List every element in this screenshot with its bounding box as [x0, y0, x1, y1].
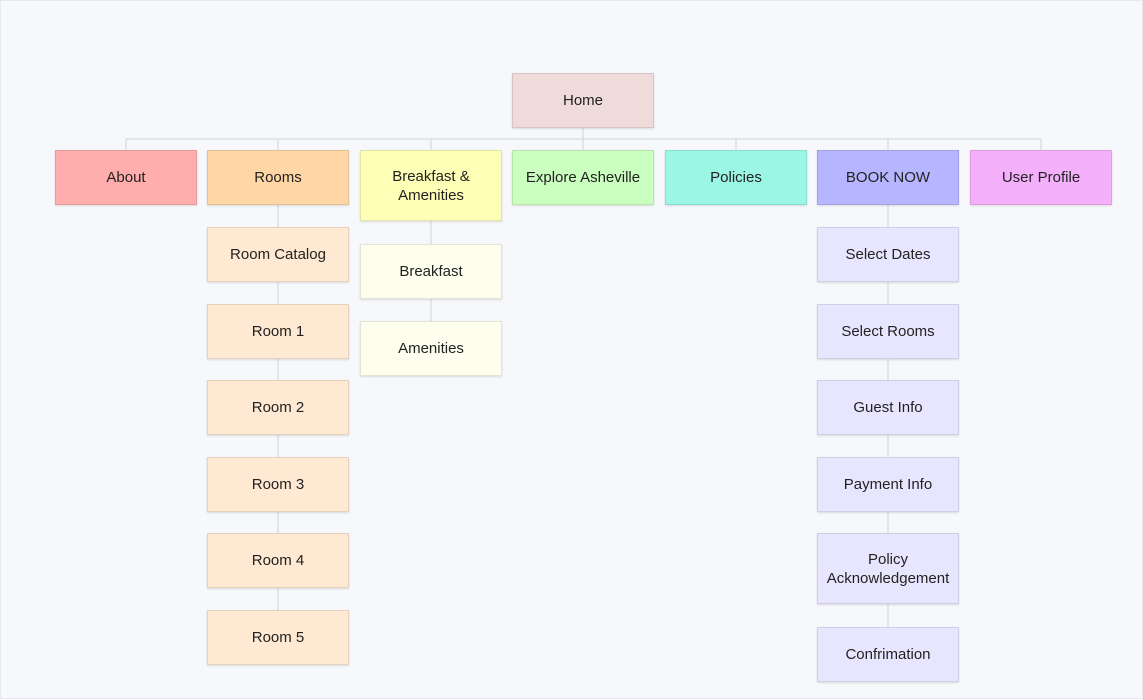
node-breakfast[interactable]: Breakfast [360, 244, 502, 299]
node-explore-asheville-label: Explore Asheville [525, 169, 641, 186]
node-room-2-label: Room 2 [251, 399, 305, 416]
node-explore-asheville[interactable]: Explore Asheville [512, 150, 654, 205]
node-amenities[interactable]: Amenities [360, 321, 502, 376]
node-rooms[interactable]: Rooms [207, 150, 349, 205]
node-amenities-label: Amenities [398, 340, 464, 357]
node-room-catalog[interactable]: Room Catalog [207, 227, 349, 282]
node-confirmation[interactable]: Confrimation [817, 627, 959, 682]
node-room-3[interactable]: Room 3 [207, 457, 349, 512]
node-confirmation-label: Confrimation [845, 646, 931, 663]
node-rooms-label: Rooms [254, 169, 302, 186]
node-home-label: Home [562, 92, 603, 109]
node-room-4[interactable]: Room 4 [207, 533, 349, 588]
node-room-5-label: Room 5 [251, 629, 305, 646]
node-book-now[interactable]: BOOK NOW [817, 150, 959, 205]
node-room-5[interactable]: Room 5 [207, 610, 349, 665]
node-policies-label: Policies [710, 169, 762, 186]
node-user-profile[interactable]: User Profile [970, 150, 1112, 205]
node-select-dates-label: Select Dates [845, 246, 931, 263]
node-policy-acknowledgement[interactable]: Policy Acknowledgement [817, 533, 959, 604]
node-guest-info[interactable]: Guest Info [817, 380, 959, 435]
node-breakfast-amenities[interactable]: Breakfast & Amenities [360, 150, 502, 221]
node-select-rooms-label: Select Rooms [841, 323, 935, 340]
node-breakfast-amenities-label: Breakfast & Amenities [392, 167, 470, 204]
node-policy-acknowledgement-label: Policy Acknowledgement [826, 550, 950, 587]
node-about[interactable]: About [55, 150, 197, 205]
node-home[interactable]: Home [512, 73, 654, 128]
node-room-catalog-label: Room Catalog [230, 246, 326, 263]
node-user-profile-label: User Profile [1001, 169, 1081, 186]
node-select-rooms[interactable]: Select Rooms [817, 304, 959, 359]
node-room-4-label: Room 4 [251, 552, 305, 569]
node-payment-info[interactable]: Payment Info [817, 457, 959, 512]
node-about-label: About [106, 169, 146, 186]
node-room-3-label: Room 3 [251, 476, 305, 493]
node-policies[interactable]: Policies [665, 150, 807, 205]
node-guest-info-label: Guest Info [853, 399, 923, 416]
node-room-2[interactable]: Room 2 [207, 380, 349, 435]
node-room-1-label: Room 1 [251, 323, 305, 340]
node-room-1[interactable]: Room 1 [207, 304, 349, 359]
node-breakfast-label: Breakfast [399, 263, 463, 280]
node-payment-info-label: Payment Info [843, 476, 933, 493]
node-book-now-label: BOOK NOW [845, 169, 931, 186]
node-select-dates[interactable]: Select Dates [817, 227, 959, 282]
